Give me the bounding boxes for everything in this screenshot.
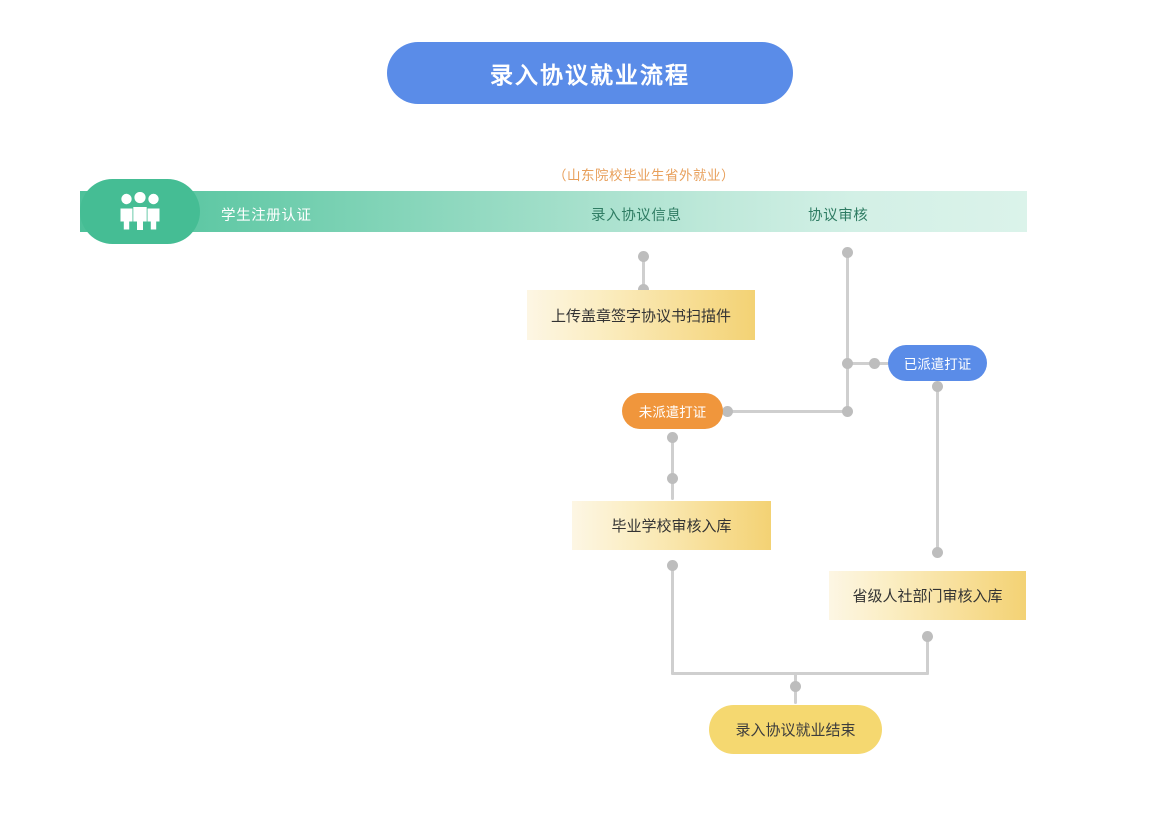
connector-dot: [869, 358, 880, 369]
connector-entry-to-upload: [642, 252, 645, 288]
connector-dot: [638, 284, 649, 295]
connector-dispatched-to-province: [936, 385, 939, 555]
connector-dot: [667, 473, 678, 484]
node-upload-scan[interactable]: 上传盖章签字协议书扫描件: [527, 290, 755, 340]
connector-notdispatched-to-trunk: [727, 410, 849, 413]
process-banner: [80, 191, 1027, 232]
people-group-icon: [120, 192, 160, 230]
node-not-dispatched[interactable]: 未派遣打证: [622, 393, 723, 429]
connector-dot: [842, 358, 853, 369]
connector-merge-bar: [671, 672, 929, 675]
node-dispatched[interactable]: 已派遣打证: [888, 345, 987, 381]
banner-step-1: 学生注册认证: [221, 208, 312, 224]
connector-province-to-merge: [926, 633, 929, 675]
connector-dot: [922, 631, 933, 642]
banner-step-2: 录入协议信息: [591, 208, 682, 224]
connector-dot: [667, 560, 678, 571]
connector-dot: [790, 681, 801, 692]
page-title: 录入协议就业流程: [387, 42, 793, 104]
banner-step-3: 协议审核: [808, 208, 869, 224]
scope-caption: （山东院校毕业生省外就业）: [553, 168, 735, 183]
node-finish[interactable]: 录入协议就业结束: [709, 705, 882, 754]
node-province-review[interactable]: 省级人社部门审核入库: [829, 571, 1026, 620]
connector-dot: [842, 247, 853, 258]
connector-dot: [932, 547, 943, 558]
connector-dot: [932, 381, 943, 392]
node-school-review[interactable]: 毕业学校审核入库: [572, 501, 771, 550]
connector-dot: [667, 432, 678, 443]
connector-dot: [722, 406, 733, 417]
connector-notdispatched-to-school: [671, 434, 674, 500]
connector-dot: [842, 406, 853, 417]
connector-review-trunk: [846, 252, 849, 412]
connector-dot: [638, 251, 649, 262]
connector-school-to-merge: [671, 563, 674, 675]
